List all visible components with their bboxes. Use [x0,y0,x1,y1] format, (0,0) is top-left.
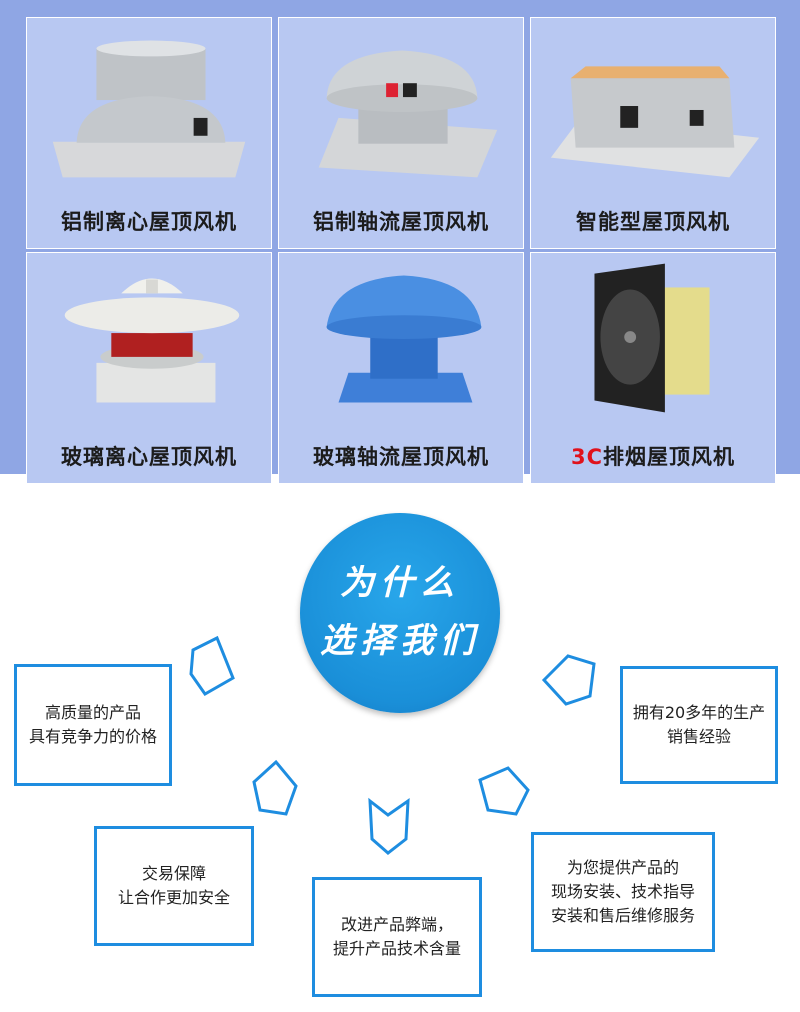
reason-text-line: 销售经验 [666,727,731,746]
aluminum-centrifugal-fan-image [52,40,246,178]
product-label: 玻璃离心屋顶风机 [61,445,237,469]
reason-text-line: 拥有20多年的生产 [632,703,766,722]
arrow-center-down-icon [368,797,410,855]
why-title-line1: 为什么 [340,563,460,603]
product-label-text: 排烟屋顶风机 [603,445,736,469]
smoke-exhaust-fan-image [594,263,710,413]
product-label: 铝制离心屋顶风机 [61,210,237,234]
product-grid: 铝制离心屋顶风机 铝制轴流屋顶风机 智能型屋顶风机 [0,0,800,484]
product-card-aluminum-axial[interactable]: 铝制轴流屋顶风机 [278,17,524,249]
why-choose-us-circle: 为什么 选择我们 [300,513,500,713]
arrow-right-bottom-icon [478,766,530,816]
product-label: 3C排烟屋顶风机 [531,441,775,471]
reason-text-line: 让合作更加安全 [117,888,230,907]
product-card-smart[interactable]: 智能型屋顶风机 [530,17,776,249]
reason-quality-price: 高质量的产品 具有竞争力的价格 [14,664,172,786]
reason-installation-service: 为您提供产品的 现场安装、技术指导 安装和售后维修服务 [531,832,715,952]
smart-fan-image [550,66,760,178]
reason-text-line: 现场安装、技术指导 [550,882,695,901]
product-card-glass-axial[interactable]: 玻璃轴流屋顶风机 [278,252,524,484]
product-card-aluminum-centrifugal[interactable]: 铝制离心屋顶风机 [26,17,272,249]
reason-product-improvement: 改进产品弊端， 提升产品技术含量 [312,877,482,997]
aluminum-axial-fan-image [318,50,498,178]
reason-text-line: 改进产品弊端， [340,915,453,934]
glass-axial-fan-image [326,275,482,403]
reason-text-line: 安装和售后维修服务 [550,906,695,925]
arrow-left-bottom-icon [252,759,298,816]
arrow-right-top-icon [541,654,596,706]
product-label: 智能型屋顶风机 [576,210,730,234]
reason-text-line: 为您提供产品的 [566,858,679,877]
why-title-line2: 选择我们 [320,621,480,661]
reason-text-line: 交易保障 [141,864,206,883]
reason-experience: 拥有20多年的生产 销售经验 [620,666,778,784]
product-label-prefix: 3C [570,445,604,469]
product-card-3c-smoke-exhaust[interactable]: 3C排烟屋顶风机 [530,252,776,484]
glass-centrifugal-fan-image [64,278,240,403]
arrow-left-top-icon [189,635,235,696]
product-label: 玻璃轴流屋顶风机 [313,445,489,469]
reason-text-line: 提升产品技术含量 [332,939,461,958]
reason-text-line: 高质量的产品 [44,703,141,722]
reason-trade-guarantee: 交易保障 让合作更加安全 [94,826,254,946]
product-label: 铝制轴流屋顶风机 [313,210,489,234]
reason-text-line: 具有竞争力的价格 [28,727,157,746]
product-card-glass-centrifugal[interactable]: 玻璃离心屋顶风机 [26,252,272,484]
